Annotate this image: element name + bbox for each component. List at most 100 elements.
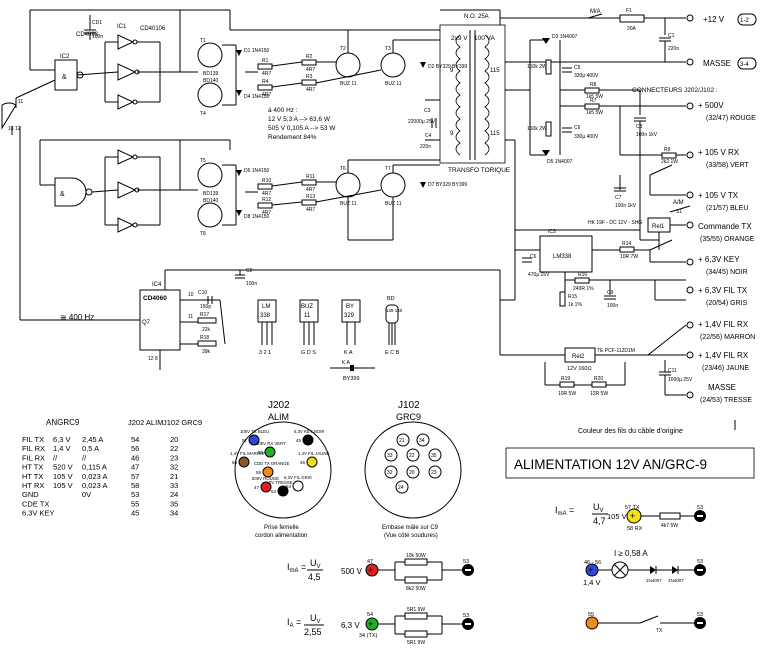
terminal-105rx[interactable]: [686, 151, 694, 159]
table-cell: 22: [170, 444, 178, 453]
j202-pin-46: [306, 456, 318, 468]
table-cell: 53: [131, 490, 139, 499]
pkg-buz11-sub: 11: [304, 313, 311, 319]
pkg-buz11-pins: G D S: [301, 350, 316, 356]
j202-pin-label: 105V TX BLEU: [240, 429, 269, 434]
pkg-lm338-sub: 338: [260, 313, 271, 319]
terminal-500v[interactable]: [686, 102, 694, 110]
table-cell: 54: [131, 435, 139, 444]
test2-resistor-b: [404, 576, 428, 584]
ic2-gate-11: [1, 102, 17, 130]
c6-label: C6: [574, 125, 581, 131]
gate11-pins-in: 13 12: [8, 126, 21, 132]
d6-diode: [236, 170, 242, 176]
table-cell: 57: [131, 472, 139, 481]
j202-title: J202: [268, 400, 290, 411]
test4-pins: 46 - 56: [584, 560, 601, 566]
primary-winding: [455, 34, 461, 156]
test5-pin53: 53: [697, 612, 703, 618]
transformer-power-rating: 100 VA: [474, 35, 496, 42]
ic1-ref: IC1: [117, 24, 127, 30]
d2-label: D2 BY329 BY399: [428, 64, 467, 70]
terminal-105tx[interactable]: [686, 191, 694, 199]
inverter-5: [117, 181, 137, 199]
t6-label: T6: [340, 166, 346, 172]
t4-transistor: [197, 82, 223, 108]
terminal-63fil[interactable]: [686, 286, 694, 294]
t2-mosfet: [335, 52, 361, 78]
conn-63key-label: + 6,3V KEY: [698, 255, 740, 264]
terminal-12v[interactable]: [686, 14, 694, 22]
c11-value: 1000µ 25V: [668, 377, 693, 383]
test5-orange-terminal[interactable]: [585, 616, 599, 630]
test1-plus: +: [630, 511, 635, 521]
r15-value: 1k 1%: [568, 302, 582, 308]
r11-label: R11: [306, 174, 315, 180]
c8-value: 100n 1kV: [636, 132, 658, 138]
r3-resistor: [301, 79, 317, 86]
r20-resistor: [591, 381, 607, 388]
test1-pin53: 53: [697, 505, 703, 511]
conn-500v-label: + 500V: [698, 101, 724, 110]
terminal-63key[interactable]: [686, 258, 694, 266]
j202-body: [234, 421, 332, 519]
table-cell: FIL RX: [22, 444, 45, 453]
r3-value: 4R7: [306, 87, 315, 93]
terminal-masse[interactable]: [686, 58, 694, 66]
pkg-by329: [341, 299, 361, 323]
j102-caption-1: Embase mâle sur C9: [382, 525, 439, 531]
j202-pin-47: [260, 481, 272, 493]
note-line-4: Rendement 84%: [268, 134, 317, 141]
ic2-pin-amp: &: [62, 74, 67, 81]
table-cell: CDE TX: [22, 499, 49, 508]
r16-resistor: [574, 277, 590, 284]
r16-value: 249R 1%: [573, 286, 594, 292]
ic1-part: CD40106: [140, 26, 166, 32]
main-title: ALIMENTATION 12V AN/GRC-9: [514, 457, 707, 472]
j102-pin-num: 22: [409, 453, 415, 459]
table-cell: 35: [170, 499, 178, 508]
d8-label: D8 1N4150: [244, 214, 270, 220]
conn-12v-label: +12 V: [703, 15, 725, 24]
conn-cmdtx-label: Commande TX: [698, 222, 752, 231]
r15-resistor: [559, 291, 566, 307]
conn-14fil-marron-label: + 1,4V FIL RX: [698, 320, 749, 329]
terminal-cmd-tx[interactable]: [686, 221, 694, 229]
c4-label: C4: [425, 133, 432, 139]
ic4-part: CD4060: [143, 295, 167, 302]
d8-diode: [236, 210, 242, 216]
t5-part: BD139: [203, 191, 219, 197]
cd1-value: 100n: [92, 34, 103, 40]
r4-value: 4R7: [262, 92, 271, 98]
d3-label: D3 1N4007: [552, 34, 578, 40]
conn-14fil-jaune-label: + 1,4V FIL RX: [698, 351, 749, 360]
r6-resistor: [545, 121, 552, 137]
by399-k: K A: [342, 360, 350, 366]
t4-part: BD140: [203, 78, 219, 84]
r15-label: R15: [568, 294, 577, 300]
terminal-14fil-jaune[interactable]: [686, 351, 694, 359]
j202-pin-num: 56: [232, 460, 238, 465]
conn-masse2-pin: (24/53) TRESSE: [700, 397, 752, 404]
test4-diode-2: [672, 566, 678, 574]
j202-pin-num: 57: [242, 438, 248, 443]
r7-label: R7: [590, 98, 597, 104]
test1-resistor-value: 4k7 5W: [661, 523, 678, 529]
terminal-masse-tresse[interactable]: [686, 391, 694, 399]
table-cell: 34: [170, 509, 178, 518]
formula-3-num: UV: [310, 613, 321, 625]
j102-pin-num: 33: [387, 453, 393, 459]
hv-output-section: M/A F1 20A C1 220n D3 1N4007 D5 1N4007 1…: [499, 8, 693, 397]
c9-label: C9: [607, 290, 614, 296]
r3-label: R3: [306, 74, 313, 80]
pkg-by329-pins: K A: [344, 350, 353, 356]
j202-pin-55: [262, 466, 274, 478]
rel2-label: Rel2: [572, 354, 585, 360]
s1-label: S1: [676, 209, 682, 215]
j102-pin-num: 34: [419, 438, 425, 444]
j202-pin-45: [302, 434, 314, 446]
t1-part: BD139: [203, 71, 219, 77]
ic3-part: LM338: [553, 254, 572, 260]
terminal-14fil-marron[interactable]: [686, 321, 694, 329]
